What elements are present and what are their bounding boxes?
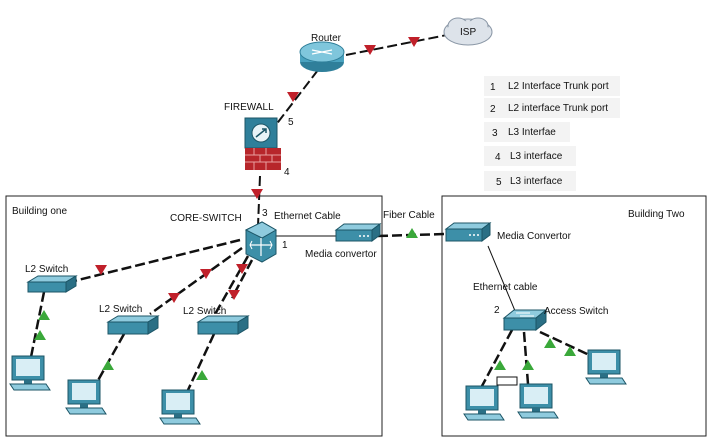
legend-num-4: 4	[495, 152, 501, 163]
link-access-pc1	[480, 329, 514, 387]
status-down-marker	[168, 293, 180, 303]
ethernet-cable-bottom-label: Ethernet cable	[473, 282, 538, 293]
legend-row-bg	[484, 146, 576, 166]
media-convertor-right-icon[interactable]	[444, 222, 492, 242]
isp-label: ISP	[460, 27, 476, 38]
link-access-pc2	[522, 331, 530, 385]
l2-switch-2-label: L2 Switch	[99, 304, 142, 315]
link-l2-2-pc	[94, 333, 126, 385]
legend-text-2: L2 interface Trunk port	[508, 103, 608, 114]
legend-row-bg	[484, 76, 620, 96]
legend-num-5: 5	[496, 177, 502, 188]
pc-icon[interactable]	[463, 385, 505, 421]
link-core-l2-2	[149, 246, 243, 316]
legend-num-3: 3	[492, 128, 498, 139]
legend-row-bg	[484, 98, 620, 118]
status-up-marker	[494, 360, 506, 370]
media-convertor-right-label: Media Convertor	[497, 231, 572, 242]
status-down-marker	[200, 269, 212, 279]
port-number-4: 4	[284, 167, 290, 178]
link-core-l2-1	[69, 238, 241, 284]
l2-switch-1-icon[interactable]	[26, 275, 78, 293]
building-one-label: Building one	[12, 206, 67, 217]
fiber-cable-label: Fiber Cable	[383, 210, 435, 221]
l2-switch-1-label: L2 Switch	[25, 264, 68, 275]
firewall-label: FIREWALL	[224, 102, 274, 113]
link-core-l2-3	[212, 255, 250, 317]
media-convertor-left-label: Media convertor	[305, 249, 377, 260]
legend-text-3: L3 Interfae	[508, 127, 556, 138]
pc-icon[interactable]	[585, 349, 627, 385]
legend-text-1: L2 Interface Trunk port	[508, 81, 609, 92]
core-switch-icon[interactable]	[244, 221, 278, 263]
firewall-icon[interactable]	[244, 117, 281, 170]
status-up-marker	[544, 338, 556, 348]
building-two-box	[441, 195, 707, 437]
status-down-marker	[408, 37, 420, 47]
l2-switch-3-label: L2 Switch	[183, 306, 226, 317]
l2-switch-2-icon[interactable]	[106, 315, 160, 335]
building-two-label: Building Two	[628, 209, 685, 220]
status-down-marker	[228, 290, 240, 300]
legend: 1 L2 Interface Trunk port 2 L2 interface…	[484, 76, 620, 191]
router-label: Router	[311, 33, 342, 44]
legend-num-1: 1	[490, 82, 496, 93]
status-down-marker	[236, 264, 248, 274]
media-convertor-left-icon[interactable]	[334, 223, 382, 242]
status-up-marker	[34, 330, 46, 340]
link-media-access	[487, 245, 519, 319]
port-number-3: 3	[262, 208, 268, 219]
link-router-isp	[345, 33, 453, 56]
status-up-marker	[102, 360, 114, 370]
router-icon[interactable]	[299, 41, 345, 72]
pc-icon[interactable]	[9, 355, 51, 391]
status-up-marker	[522, 360, 534, 370]
access-switch-label: Access Switch	[544, 306, 608, 317]
port-number-1: 1	[282, 240, 288, 251]
link-router-firewall	[271, 69, 319, 131]
link-l2-3-pc	[186, 333, 216, 391]
status-up-marker	[564, 346, 576, 356]
pc-icon[interactable]	[65, 379, 107, 415]
legend-row-bg	[484, 171, 576, 191]
links	[28, 33, 601, 391]
status-down-marker	[95, 265, 107, 275]
status-down-marker	[364, 45, 376, 55]
core-switch-label: CORE-SWITCH	[170, 213, 242, 224]
legend-text-5: L3 interface	[510, 176, 563, 187]
legend-text-4: L3 interface	[510, 151, 563, 162]
status-down-marker	[251, 189, 263, 199]
link-l2-1-pc	[28, 291, 46, 363]
pc-icon[interactable]	[517, 383, 559, 419]
access-switch-icon[interactable]	[502, 308, 548, 332]
legend-row-bg	[484, 122, 570, 142]
legend-num-2: 2	[490, 104, 496, 115]
pc-icon[interactable]	[159, 389, 201, 425]
link-firewall-core	[257, 175, 261, 227]
status-up-marker	[38, 310, 50, 320]
status-up-marker	[196, 370, 208, 380]
link-status-markers	[34, 37, 576, 380]
isp-cloud-icon[interactable]	[443, 17, 493, 46]
port-number-2: 2	[494, 305, 500, 316]
ethernet-cable-label: Ethernet Cable	[274, 211, 341, 222]
port-number-5: 5	[288, 117, 294, 128]
status-up-marker	[406, 228, 418, 238]
building-one-box	[5, 195, 383, 437]
l2-switch-3-icon[interactable]	[196, 315, 250, 335]
tag-box	[496, 376, 518, 386]
status-down-marker	[287, 92, 299, 102]
